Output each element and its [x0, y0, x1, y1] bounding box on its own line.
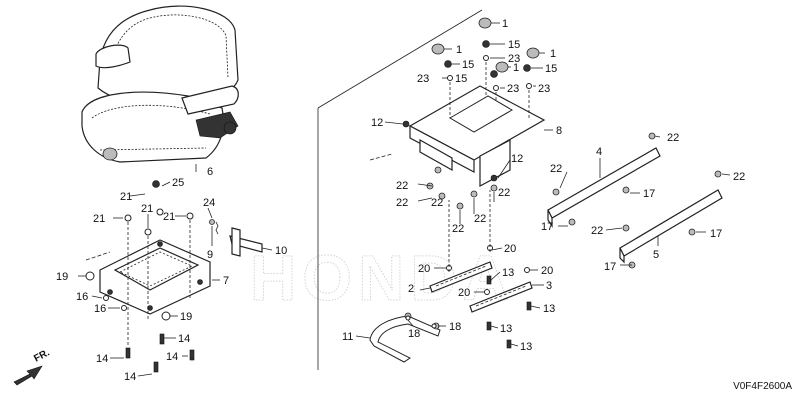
callout-10: 10: [275, 245, 287, 257]
callout-22: 22: [396, 180, 408, 192]
seat-bracket: [209, 219, 263, 257]
callout-23: 23: [417, 73, 429, 85]
callout-20: 20: [541, 265, 553, 277]
callout-1: 1: [550, 48, 556, 60]
callout-18: 18: [449, 321, 461, 333]
callout-23: 23: [538, 83, 550, 95]
callout-22: 22: [396, 197, 408, 209]
callout-22: 22: [591, 225, 603, 237]
callout-4: 4: [596, 146, 602, 158]
callout-11: 11: [342, 331, 353, 343]
callout-3: 3: [546, 280, 552, 292]
callout-8: 8: [556, 125, 562, 137]
callout-6: 6: [207, 166, 213, 178]
callout-16: 16: [94, 303, 106, 315]
callout-15: 15: [545, 63, 557, 75]
callout-1: 1: [502, 18, 508, 30]
callout-labels: 1 1 1 1 15 15 15 15 15 23 23 23 23 23 12…: [56, 18, 745, 383]
callout-22: 22: [498, 187, 510, 199]
diagram-code: V0F4F2600A: [733, 381, 792, 392]
callout-24: 24: [203, 197, 215, 209]
callout-15: 15: [508, 39, 520, 51]
callout-17: 17: [604, 261, 616, 273]
callout-19: 19: [180, 311, 192, 323]
callout-14: 14: [166, 351, 178, 363]
honda-watermark: HONDA: [250, 242, 515, 315]
watermark-text: HONDA: [250, 242, 515, 314]
callout-12: 12: [511, 153, 523, 165]
slide-rails: [429, 261, 533, 313]
callout-22: 22: [733, 171, 745, 183]
callout-13: 13: [502, 267, 514, 279]
callout-14: 14: [96, 353, 108, 365]
callout-1: 1: [456, 44, 462, 56]
callout-21: 21: [120, 191, 132, 203]
callout-14: 14: [124, 371, 136, 383]
callout-17: 17: [541, 221, 553, 233]
group-divider: [317, 9, 483, 370]
seat-rails: [547, 132, 723, 269]
callout-14: 14: [178, 333, 190, 345]
callout-13: 13: [520, 341, 532, 353]
callout-15: 15: [462, 59, 474, 71]
caps-and-fasteners: [85, 17, 540, 373]
callout-17: 17: [643, 188, 655, 200]
callout-15: 15: [455, 73, 467, 85]
callout-12: 12: [371, 117, 383, 129]
callout-13: 13: [500, 323, 512, 335]
callout-22: 22: [667, 132, 679, 144]
callout-20: 20: [458, 287, 470, 299]
callout-1: 1: [513, 62, 519, 74]
callout-20: 20: [504, 243, 516, 255]
callout-16: 16: [76, 291, 88, 303]
seat-base-plate: [99, 239, 211, 315]
callout-13: 13: [543, 303, 555, 315]
callout-21: 21: [141, 203, 153, 215]
callout-19: 19: [56, 271, 68, 283]
seat-assembly: [81, 5, 239, 163]
callout-7: 7: [223, 275, 229, 287]
callout-2: 2: [408, 283, 414, 295]
callout-21: 21: [163, 211, 175, 223]
callout-23: 23: [507, 83, 519, 95]
callout-9: 9: [207, 249, 213, 261]
callout-21: 21: [93, 213, 105, 225]
callout-22: 22: [431, 197, 443, 209]
callout-23: 23: [508, 53, 520, 65]
callout-25: 25: [172, 177, 184, 189]
callout-22: 22: [550, 163, 562, 175]
callout-20: 20: [418, 263, 430, 275]
direction-label: FR.: [32, 347, 52, 364]
callout-5: 5: [653, 249, 659, 261]
mount-plate: [402, 85, 546, 187]
callout-22: 22: [474, 213, 486, 225]
callout-17: 17: [710, 228, 722, 240]
callout-18: 18: [408, 328, 420, 340]
front-direction-arrow: FR.: [13, 347, 52, 386]
slide-lever: [369, 312, 441, 363]
leader-lines: [78, 22, 731, 377]
callout-22: 22: [452, 223, 464, 235]
